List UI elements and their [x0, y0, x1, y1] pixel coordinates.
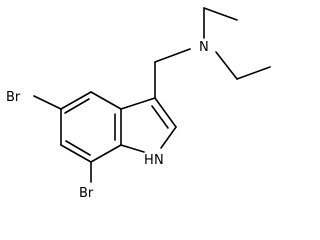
molecule-drawing: N Br Br H N — [6, 7, 271, 201]
bond-c6-c7 — [60, 144, 92, 163]
bond-c4-c5 — [60, 91, 92, 110]
bond-c3a-c4 — [90, 91, 122, 110]
bond-c5-br — [33, 95, 62, 110]
bond-ethyl1-ch3 — [203, 7, 238, 21]
bond-ethyl2-ch3 — [236, 66, 271, 80]
bond-c4-c5-inner — [64, 98, 90, 114]
bromine-5-label: Br — [6, 90, 21, 105]
bond-n1-c7a — [120, 144, 145, 153]
bond-c6-c7-inner — [65, 140, 91, 156]
bond-c3-c2-inner — [151, 105, 169, 129]
bond-c7-c7a — [90, 144, 122, 163]
structure-diagram: N Br Br H N — [6, 7, 271, 201]
bond-ch2-n — [154, 48, 191, 63]
bond-c3-c2 — [154, 97, 177, 128]
indole-nh-hydrogen-label: H — [144, 153, 154, 168]
bond-c3a-c3 — [120, 97, 156, 110]
indole-nitrogen-label: N — [154, 153, 164, 168]
bromine-7-label: Br — [79, 186, 94, 201]
amine-nitrogen-label: N — [199, 40, 209, 55]
bond-n-ethyl2-a — [215, 51, 238, 80]
bond-c2-n1 — [160, 126, 177, 149]
